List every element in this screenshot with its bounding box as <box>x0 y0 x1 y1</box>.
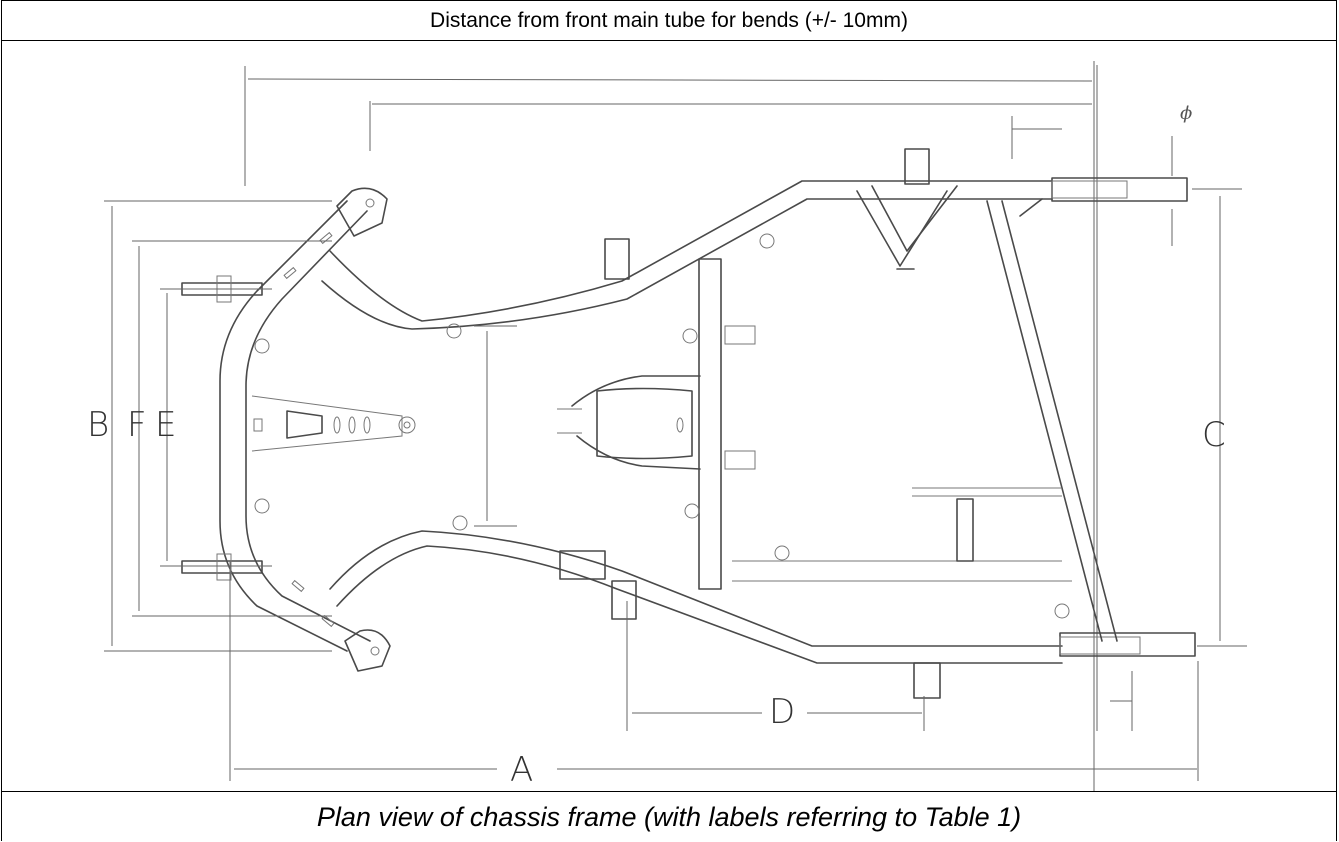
chassis-drawing: B F E C D A ϕ <box>87 61 1247 791</box>
caption-text: Plan view of chassis frame (with labels … <box>316 801 1022 832</box>
label-a: A <box>510 750 533 790</box>
label-phi: ϕ <box>1180 103 1192 124</box>
front-axle-area <box>181 187 1070 672</box>
pedal-area <box>557 325 756 470</box>
left-dimension-lines <box>104 200 517 652</box>
diagram-labels: B F E C D A ϕ <box>87 103 1226 790</box>
posts <box>559 148 941 699</box>
label-d: D <box>769 692 795 732</box>
drawing-cell: B F E C D A ϕ <box>2 41 1336 792</box>
figure-caption: Plan view of chassis frame (with labels … <box>2 792 1336 842</box>
bottom-dimension-lines <box>229 561 1199 781</box>
header-title: Distance from front main tube for bends … <box>430 8 908 32</box>
label-b: B <box>87 405 109 445</box>
right-dimension-lines <box>1171 136 1247 647</box>
table-header: Distance from front main tube for bends … <box>2 1 1336 41</box>
label-c: C <box>1202 415 1226 455</box>
label-f: F <box>127 405 147 445</box>
top-dimension-lines <box>244 61 1098 791</box>
label-e: E <box>155 405 176 445</box>
chassis-frame <box>219 177 1196 664</box>
